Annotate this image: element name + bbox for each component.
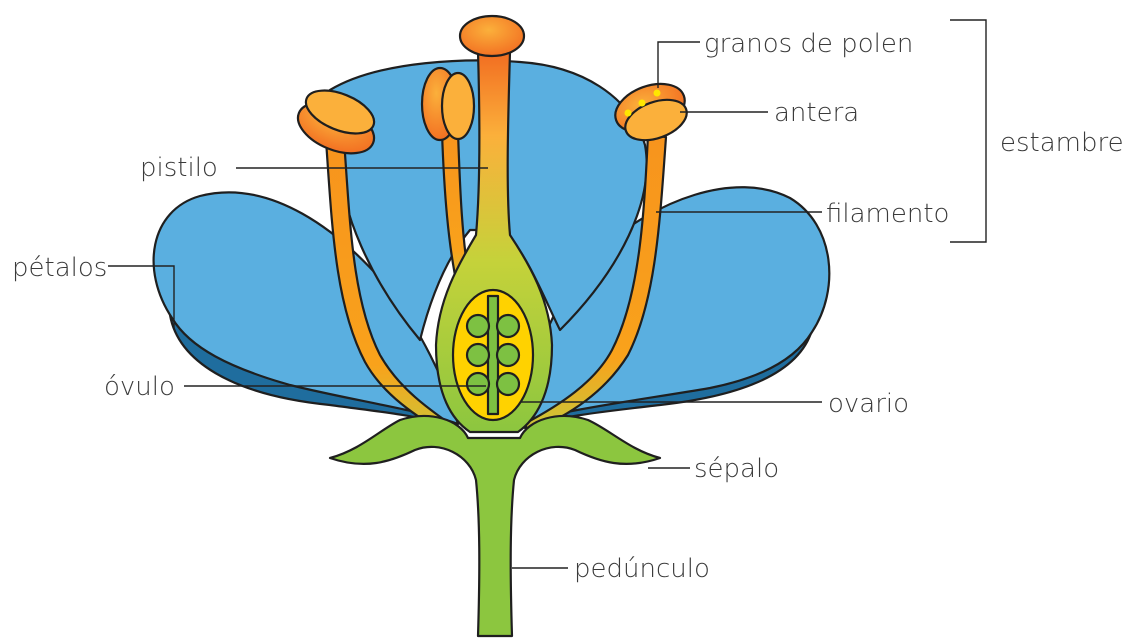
label-petalos: pétalos bbox=[12, 253, 107, 283]
ovule bbox=[497, 373, 519, 395]
label-granos-de-polen: granos de polen bbox=[704, 29, 913, 59]
label-ovario: ovario bbox=[828, 389, 909, 419]
label-sepalo: sépalo bbox=[694, 454, 779, 484]
ovule bbox=[467, 344, 489, 366]
label-filamento: filamento bbox=[826, 199, 949, 229]
label-estambre: estambre bbox=[1000, 128, 1124, 158]
stigma bbox=[460, 16, 524, 56]
ovule bbox=[467, 373, 489, 395]
ovule bbox=[497, 315, 519, 337]
label-pistilo: pistilo bbox=[140, 153, 218, 183]
pollen-grain bbox=[625, 110, 632, 117]
middle-anther bbox=[422, 68, 474, 140]
stem-and-sepals bbox=[330, 416, 660, 636]
ovary bbox=[453, 290, 533, 420]
label-ovulo: óvulo bbox=[104, 372, 175, 402]
ovule bbox=[497, 344, 519, 366]
label-antera: antera bbox=[774, 98, 859, 128]
label-pedunculo: pedúnculo bbox=[574, 554, 710, 584]
estambre-bracket bbox=[950, 20, 986, 242]
pollen-grain bbox=[639, 100, 646, 107]
pollen-grain bbox=[654, 90, 661, 97]
leader-granos-de-polen bbox=[658, 42, 700, 88]
ovule bbox=[467, 315, 489, 337]
